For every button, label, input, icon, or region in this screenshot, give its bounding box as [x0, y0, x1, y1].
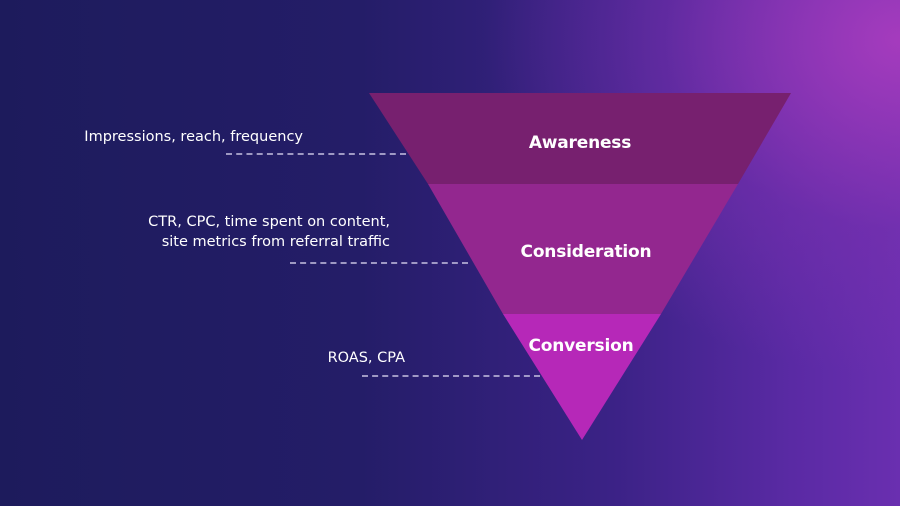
leader-line-consideration	[290, 262, 468, 264]
metric-consideration-line-1: CTR, CPC, time spent on content,	[148, 214, 390, 230]
funnel-stage-awareness	[369, 93, 791, 184]
metric-awareness: Impressions, reach, frequency	[84, 127, 303, 147]
leader-line-conversion	[362, 375, 540, 377]
stage-label-consideration: Consideration	[521, 242, 652, 262]
leader-line-awareness	[226, 153, 406, 155]
metric-awareness-line-1: Impressions, reach, frequency	[84, 129, 303, 145]
stage-label-conversion: Conversion	[529, 336, 634, 356]
funnel-stage-consideration	[428, 184, 738, 314]
metric-conversion-line-1: ROAS, CPA	[327, 350, 405, 366]
metric-consideration-line-2: site metrics from referral traffic	[161, 234, 390, 250]
metric-conversion: ROAS, CPA	[328, 348, 405, 368]
funnel-stage-conversion	[503, 314, 661, 440]
metric-consideration: CTR, CPC, time spent on content, site me…	[148, 212, 390, 252]
stage-label-awareness: Awareness	[529, 133, 631, 153]
